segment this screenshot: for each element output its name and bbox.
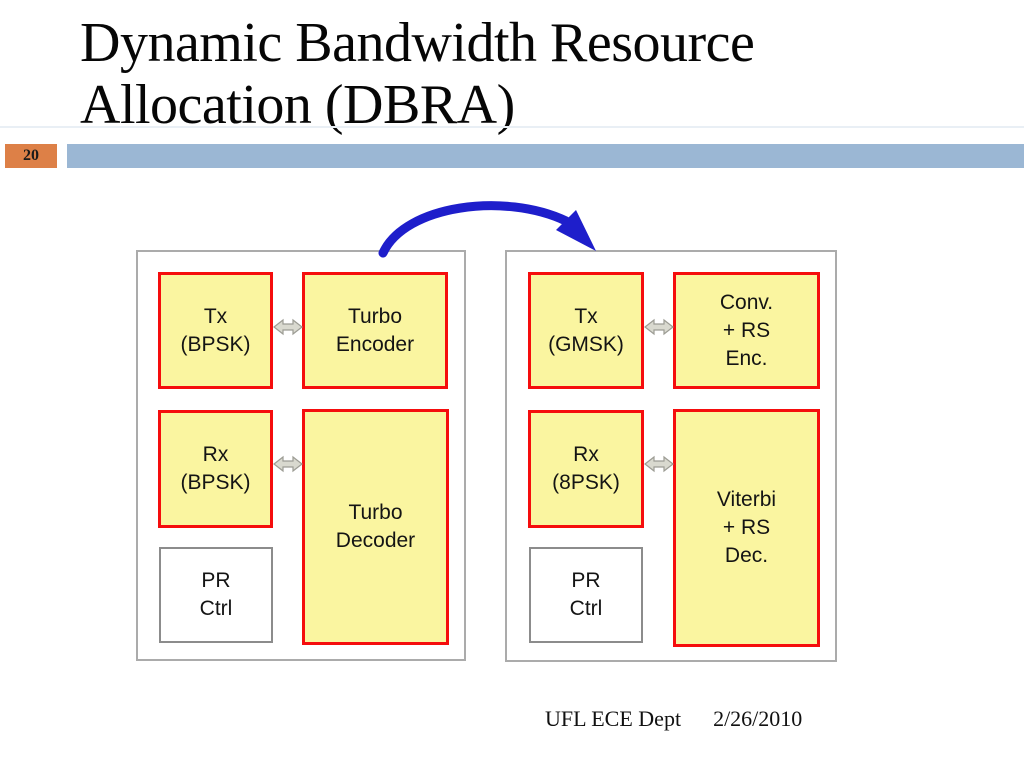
block-rx-bpsk: Rx (BPSK)	[158, 410, 273, 528]
footer-date: 2/26/2010	[713, 706, 803, 731]
block-pr-ctrl-right: PR Ctrl	[529, 547, 643, 643]
diagram-gmsk-viterbi: Tx (GMSK) Conv. + RS Enc. Rx (8PSK) Vite…	[505, 250, 837, 662]
block-turbo-decoder: Turbo Decoder	[302, 409, 449, 645]
header-faint-rule	[0, 126, 1024, 128]
block-conv-rs-encoder: Conv. + RS Enc.	[673, 272, 820, 389]
slide-title: Dynamic Bandwidth Resource Allocation (D…	[80, 12, 755, 136]
block-rx-8psk: Rx (8PSK)	[528, 410, 644, 528]
footer-department: UFL ECE Dept	[545, 706, 682, 731]
block-tx-gmsk: Tx (GMSK)	[528, 272, 644, 389]
slide-number-badge: 20	[5, 144, 57, 168]
bidirectional-arrow-icon	[644, 318, 674, 336]
block-turbo-encoder: Turbo Encoder	[302, 272, 448, 389]
bidirectional-arrow-icon	[273, 455, 303, 473]
block-pr-ctrl-left: PR Ctrl	[159, 547, 273, 643]
bidirectional-arrow-icon	[273, 318, 303, 336]
footer: UFL ECE Dept 2/26/2010	[545, 706, 802, 732]
block-tx-bpsk: Tx (BPSK)	[158, 272, 273, 389]
bidirectional-arrow-icon	[644, 455, 674, 473]
block-viterbi-rs-decoder: Viterbi + RS Dec.	[673, 409, 820, 647]
diagram-bpsk-turbo: Tx (BPSK) Turbo Encoder Rx (BPSK) Turbo …	[136, 250, 466, 661]
header-bar	[67, 144, 1024, 168]
